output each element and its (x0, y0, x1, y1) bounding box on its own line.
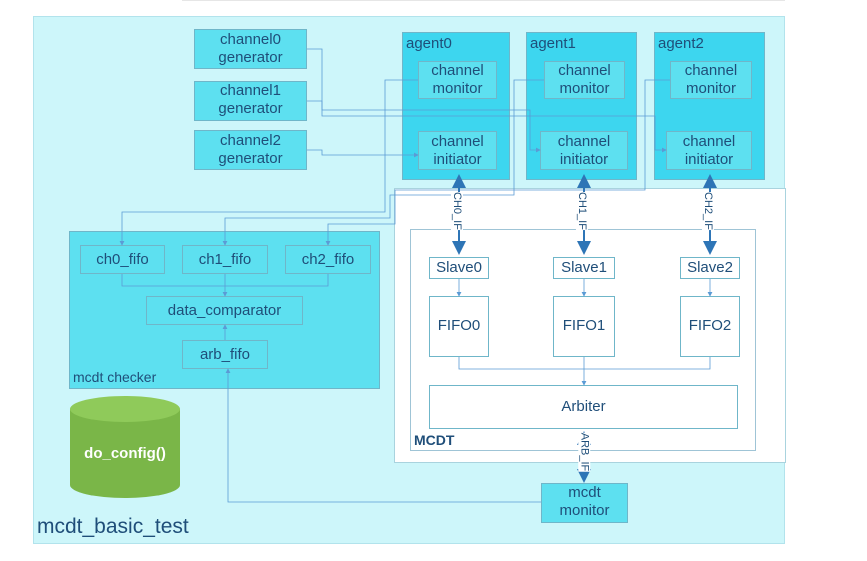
agent0-initiator-line1: channel (431, 133, 484, 150)
agent1-initiator-line1: channel (557, 133, 611, 150)
agent2-monitor-line1: channel (684, 62, 738, 79)
mcdt-checker-label: mcdt checker (73, 369, 157, 385)
slave0-label: Slave0 (436, 259, 482, 276)
ch2-fifo-label: ch2_fifo (301, 251, 355, 268)
agent0-monitor-line1: channel (431, 62, 484, 79)
agent2-monitor-line2: monitor (685, 80, 737, 97)
agent2-channel-initiator (666, 131, 752, 170)
data-comparator-label: data_comparator (167, 302, 282, 319)
agent1-channel-monitor (544, 61, 625, 99)
agent1-initiator-line2: initiator (559, 151, 609, 168)
test-top-right-gap (182, 0, 785, 1)
agent2-title: agent2 (658, 35, 704, 52)
channel2-generator-line2: generator (218, 150, 283, 167)
agent2-initiator-line1: channel (682, 133, 736, 150)
arb-fifo (182, 340, 268, 369)
slave2 (680, 257, 740, 279)
agent1-monitor-line2: monitor (559, 80, 610, 97)
mcdt-monitor (541, 483, 628, 523)
channel1-generator-line2: generator (218, 100, 283, 117)
agent0-channel-monitor (418, 61, 497, 99)
arb-fifo-label: arb_fifo (199, 346, 251, 363)
slave0 (429, 257, 489, 279)
arb-if-label: ARB_IF (578, 432, 591, 472)
ch0-fifo-label: ch0_fifo (96, 251, 149, 268)
channel1-generator (194, 81, 307, 121)
ch0-if-label: CH0_IF (450, 192, 463, 230)
mcdt-label: MCDT (414, 432, 455, 448)
agent0-monitor-line2: monitor (432, 80, 483, 97)
agent1-monitor-line1: channel (558, 62, 611, 79)
agent2-initiator-line2: initiator (684, 151, 734, 168)
arbiter-label: Arbiter (561, 398, 606, 415)
agent1-title: agent1 (530, 35, 576, 52)
channel0-generator (194, 29, 307, 69)
mcdt-monitor-line1: mcdt (568, 484, 601, 501)
config-label: do_config() (84, 445, 166, 462)
agent2-channel-monitor (670, 61, 752, 99)
fifo1-label: FIFO1 (562, 317, 606, 334)
ch1-fifo (182, 245, 268, 274)
slave2-label: Slave2 (687, 259, 733, 276)
channel2-generator-line1: channel2 (220, 132, 281, 149)
agent0-title: agent0 (406, 35, 452, 52)
fifo0-label: FIFO0 (437, 317, 481, 334)
channel0-generator-line2: generator (218, 49, 283, 66)
agent0-initiator-line2: initiator (433, 151, 482, 168)
ch1-fifo-label: ch1_fifo (198, 251, 252, 268)
ch1-if-label: CH1_IF (575, 192, 588, 230)
ch2-if-label: CH2_IF (701, 192, 714, 230)
agent1-channel-initiator (540, 131, 628, 170)
channel2-generator (194, 130, 307, 170)
slave1 (553, 257, 615, 279)
slave1-label: Slave1 (561, 259, 607, 276)
fifo2 (680, 296, 740, 357)
channel1-generator-line1: channel1 (220, 82, 281, 99)
channel0-generator-line1: channel0 (220, 31, 281, 48)
mcdt-monitor-line2: monitor (559, 502, 610, 519)
fifo2-label: FIFO2 (688, 317, 732, 334)
agent0-channel-initiator (418, 131, 497, 170)
test-label: mcdt_basic_test (37, 515, 189, 538)
